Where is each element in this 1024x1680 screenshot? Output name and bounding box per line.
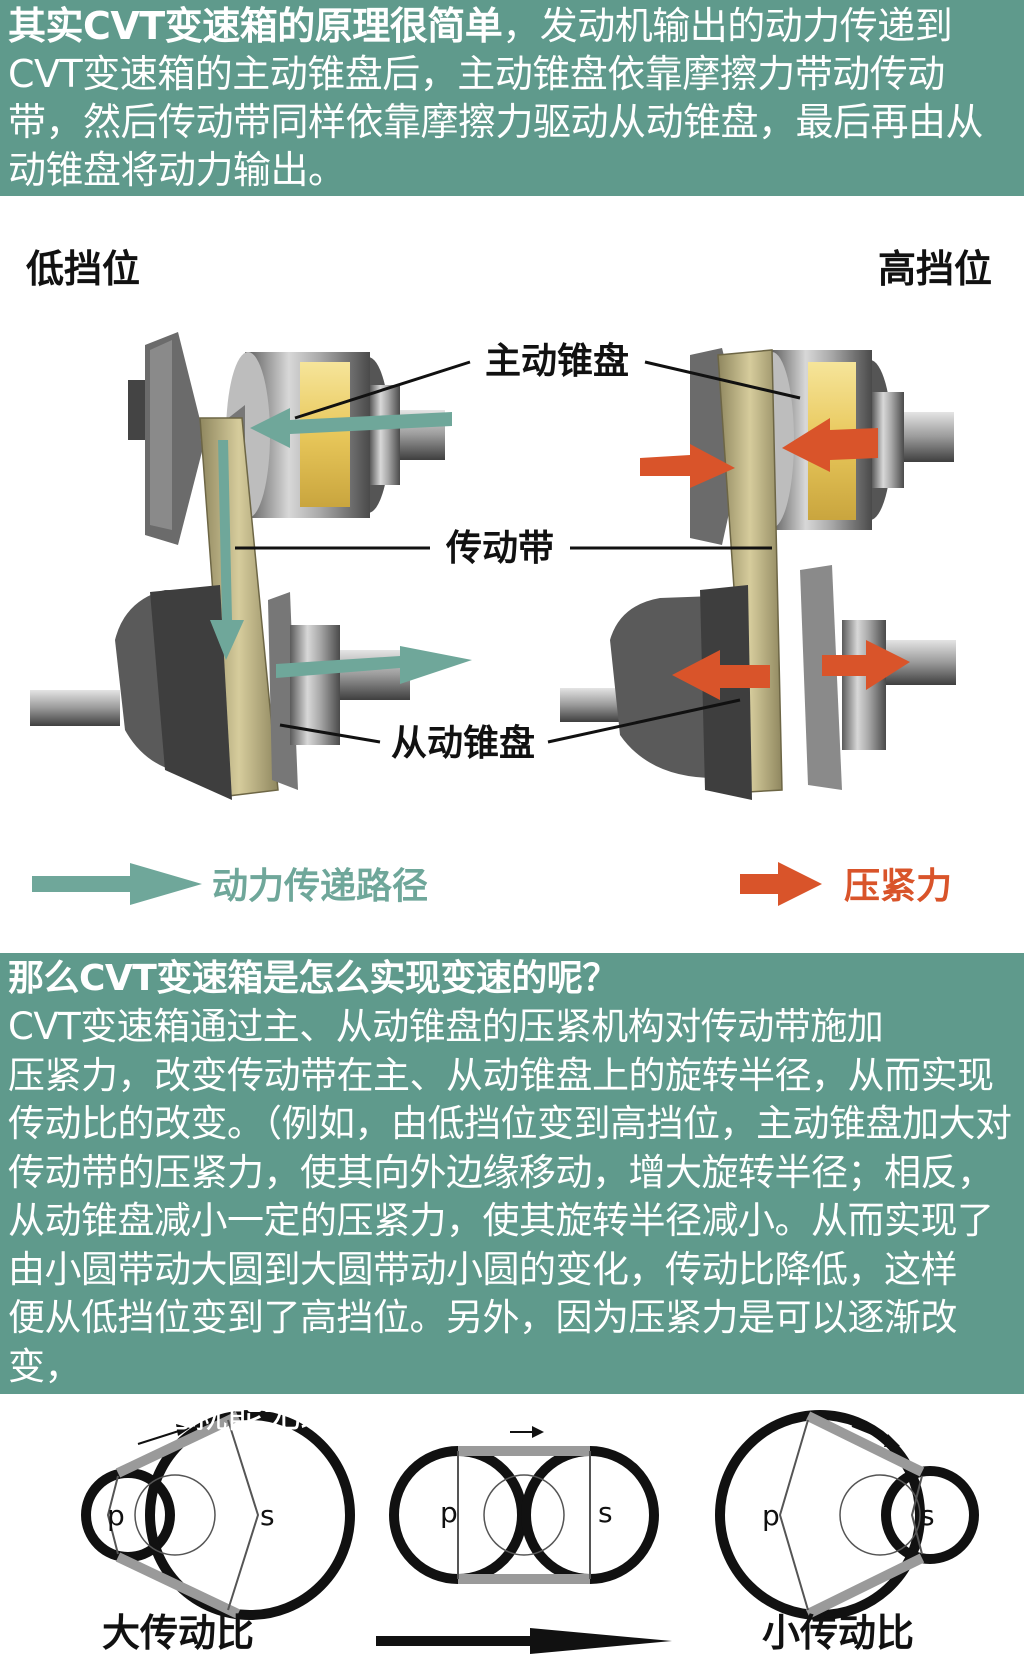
legend-power-arrow: [32, 863, 202, 905]
ratio-direction-arrow: [376, 1628, 672, 1654]
ratio-diagrams: p s p s p s: [81, 1410, 979, 1655]
ratio-large-label: 大传动比: [102, 1611, 254, 1655]
explain-line: 从动锥盘减小一定的压紧力，使其旋转半径减小。从而实现了: [8, 1199, 994, 1242]
explain-line: 压紧力，改变传动带在主、从动锥盘上的旋转半径，从而实现: [8, 1053, 994, 1097]
high-gear-assembly: [560, 348, 956, 800]
explain-line: 传动带的压紧力，使其向外边缘移动，增大旋转半径；相反，: [8, 1150, 994, 1194]
legend-power-label: 动力传递路径: [212, 866, 428, 907]
ratio-equal-s: s: [598, 1496, 613, 1529]
ratio-equal-p: p: [440, 1496, 458, 1529]
ratio-equal-diagram: p s: [389, 1426, 659, 1584]
ratio-small-p: p: [762, 1499, 780, 1532]
low-power-arrows: [210, 408, 472, 684]
explain-line: 由小圆带动大圆到大圆带动小圆的变化，传动比降低，这样: [8, 1247, 958, 1291]
low-gear-assembly: [30, 332, 472, 800]
ratio-large-diagram: p s: [81, 1410, 355, 1620]
ratio-large-p: p: [107, 1499, 125, 1532]
explain-line: CVT变速箱通过主、从动锥盘的压紧机构对传动带施加: [8, 1005, 884, 1048]
high-gear-label: 高挡位: [878, 247, 993, 291]
intro-banner: 其实CVT变速箱的原理很简单，发动机输出的动力传递到CVT变速箱的主动锥盘后，主…: [0, 0, 1024, 196]
explain-line: 便从低挡位变到了高挡位。另外，因为压紧力是可以逐渐改变，: [8, 1296, 958, 1388]
legend-force-label: 压紧力: [844, 866, 952, 907]
ratio-small-label: 小传动比: [762, 1611, 914, 1655]
callout-driving-pulley: 主动锥盘: [485, 340, 629, 382]
ratio-small-s: s: [920, 1499, 935, 1532]
callout-lines: [235, 360, 801, 744]
low-gear-label: 低挡位: [26, 247, 141, 291]
low-driven-pulley: [30, 585, 410, 800]
high-force-arrows: [640, 418, 910, 700]
ratio-large-s: s: [260, 1499, 275, 1532]
high-driven-pulley: [560, 565, 956, 800]
explain-line: 传动比的改变。（例如，由低挡位变到高挡位，主动锥盘加大对: [8, 1102, 1012, 1145]
intro-paragraph: 其实CVT变速箱的原理很简单，发动机输出的动力传递到CVT变速箱的主动锥盘后，主…: [8, 0, 1016, 194]
explain-banner: 那么CVT变速箱是怎么实现变速的呢？ CVT变速箱通过主、从动锥盘的压紧机构对传…: [0, 953, 1024, 1436]
legend-force-arrow: [740, 862, 822, 906]
intro-lead: 其实CVT变速箱的原理很简单: [8, 4, 503, 48]
explain-question: 那么CVT变速箱是怎么实现变速的呢？: [8, 958, 618, 999]
ratio-small-diagram: p s: [715, 1410, 979, 1620]
callout-driven-pulley: 从动锥盘: [391, 722, 535, 764]
intro-text: ，发动机输出的动力传递到CVT变速箱的主动锥盘后，主动锥盘依靠摩擦力带动传动带，…: [8, 4, 984, 192]
callout-belt: 传动带: [445, 528, 554, 569]
legend: 动力传递路径 压紧力: [32, 862, 952, 907]
explain-line: 所以挡位也就能无级变化了。）: [8, 1393, 501, 1436]
